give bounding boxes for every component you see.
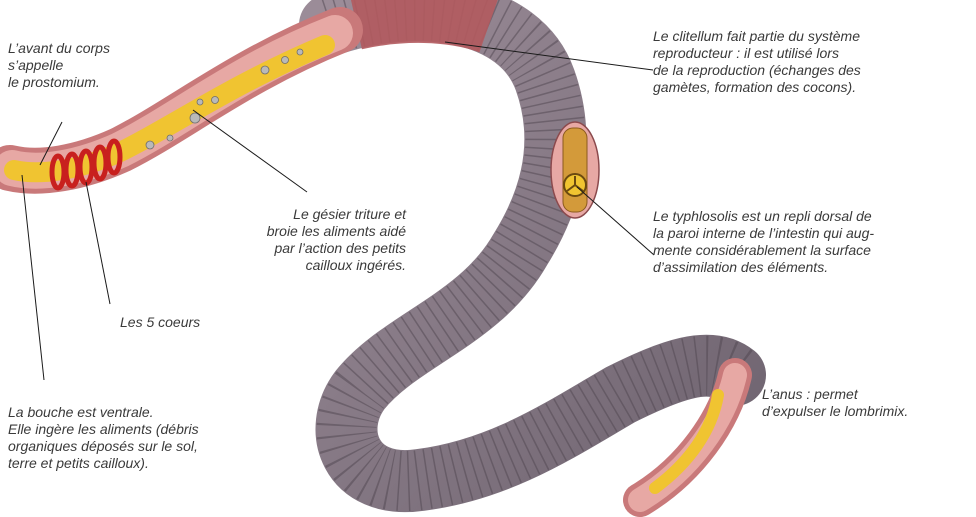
typhlosolis-section bbox=[551, 122, 599, 218]
clitellum bbox=[355, 11, 490, 22]
leader-typhlosolis bbox=[577, 187, 654, 255]
leader-gesier bbox=[193, 110, 307, 192]
label-prostomium: L’avant du corps s’appelle le prostomium… bbox=[8, 40, 110, 91]
label-typhlosolis: Le typhlosolis est un repli dorsal de la… bbox=[653, 208, 874, 276]
label-anus: L’anus : permet d’expulser le lombrimix. bbox=[762, 386, 908, 420]
label-gesier: Le gésier triture et broie les aliments … bbox=[196, 206, 406, 274]
label-coeurs: Les 5 coeurs bbox=[120, 314, 200, 331]
label-bouche: La bouche est ventrale. Elle ingère les … bbox=[8, 404, 199, 472]
leader-bouche bbox=[22, 175, 44, 380]
leader-coeurs bbox=[86, 182, 110, 304]
label-clitellum: Le clitellum fait partie du système repr… bbox=[653, 28, 861, 96]
